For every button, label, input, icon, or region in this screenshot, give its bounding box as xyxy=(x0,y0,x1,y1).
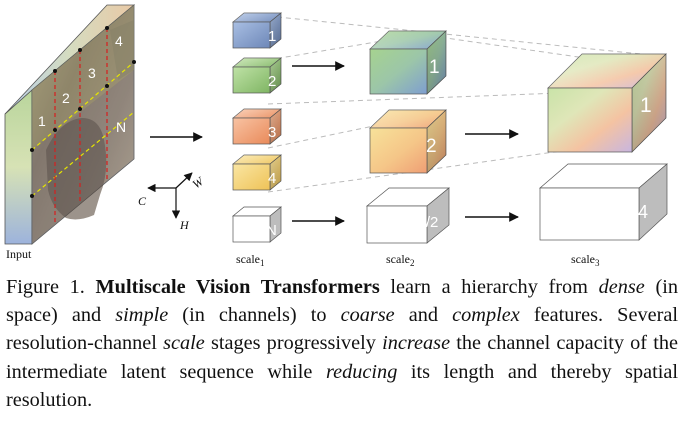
axis-w-label: W xyxy=(190,174,207,192)
cube-label: 1 xyxy=(429,57,440,78)
scale2-title: scale2 xyxy=(386,252,414,268)
scale3-title: scale3 xyxy=(571,252,600,268)
caption-segment: (in channels) to xyxy=(168,304,341,327)
cube-label: N/2 xyxy=(415,214,438,231)
scale2-cube-2: 2 xyxy=(369,109,447,174)
scale1-cube-n: N xyxy=(232,206,282,243)
cube-label: 3 xyxy=(268,124,276,141)
flow-arrows xyxy=(150,61,519,226)
cube-label: N xyxy=(266,222,277,239)
scale1-cube-2: 2 xyxy=(232,57,282,94)
input-patch-label: N xyxy=(116,119,126,135)
cube-label: 2 xyxy=(426,136,437,157)
cube-label: 4 xyxy=(268,170,276,187)
axis-c-label: C xyxy=(138,194,147,208)
cube-label: 1 xyxy=(268,28,276,45)
scale1-cube-3: 3 xyxy=(232,108,282,145)
scale1-cube-1: 1 xyxy=(232,12,282,49)
caption-prefix: Figure 1. xyxy=(6,276,85,298)
caption-segment: increase xyxy=(382,332,451,355)
caption-segment: dense xyxy=(598,276,645,298)
caption-segment: features. Several resolution-channel xyxy=(6,304,678,355)
scale2-cube-1: 1 xyxy=(369,30,447,95)
caption-title: Multiscale Vision Transformers xyxy=(95,276,380,298)
scale3-cube-1: 1 xyxy=(547,53,667,153)
mvit-figure: 1 2 3 4 N Input C W H 1 xyxy=(4,4,668,268)
caption-segment: complex xyxy=(452,304,520,327)
cube-label: 2 xyxy=(268,73,276,90)
caption-segment: and xyxy=(394,304,453,327)
caption-segment: stages progressively xyxy=(204,332,383,355)
scale1-title: scale1 xyxy=(236,252,264,268)
caption-body: learn a hierarchy from dense (in space) … xyxy=(6,276,678,411)
figure-caption: Figure 1. Multiscale Vision Transformers… xyxy=(6,273,678,414)
scale3-column: 1 N/4 scale3 xyxy=(539,53,668,268)
axes-gizmo: C W H xyxy=(138,172,207,232)
input-patch-label: 3 xyxy=(88,65,96,81)
input-patch-label: 2 xyxy=(62,90,70,106)
scale2-column: 1 2 N/2 scale2 xyxy=(366,30,450,268)
caption-segment: the channel capacity of the intermediate… xyxy=(6,332,679,383)
scale3-cube-n4: N/4 xyxy=(539,163,668,241)
scale1-column: 1 2 3 4 N xyxy=(232,12,282,268)
cube-label: N/4 xyxy=(620,202,648,222)
input-image: 1 2 3 4 N xyxy=(4,4,136,245)
caption-segment: simple xyxy=(115,304,169,327)
caption-segment: learn a hierarchy from xyxy=(379,276,599,298)
cube-label: 1 xyxy=(640,94,652,117)
scale1-cube-4: 4 xyxy=(232,154,282,191)
caption-segment: coarse xyxy=(340,304,395,327)
input-patch-label: 1 xyxy=(38,113,46,129)
caption-segment: (in space) and xyxy=(6,276,678,327)
input-patch-label: 4 xyxy=(115,33,123,49)
input-label: Input xyxy=(6,247,32,261)
caption-segment: scale xyxy=(163,332,205,355)
axis-h-label: H xyxy=(179,218,190,232)
caption-segment: reducing xyxy=(326,360,398,383)
scale2-cube-n2: N/2 xyxy=(366,187,450,244)
caption-segment: its length and thereby spatial resolutio… xyxy=(6,360,678,411)
